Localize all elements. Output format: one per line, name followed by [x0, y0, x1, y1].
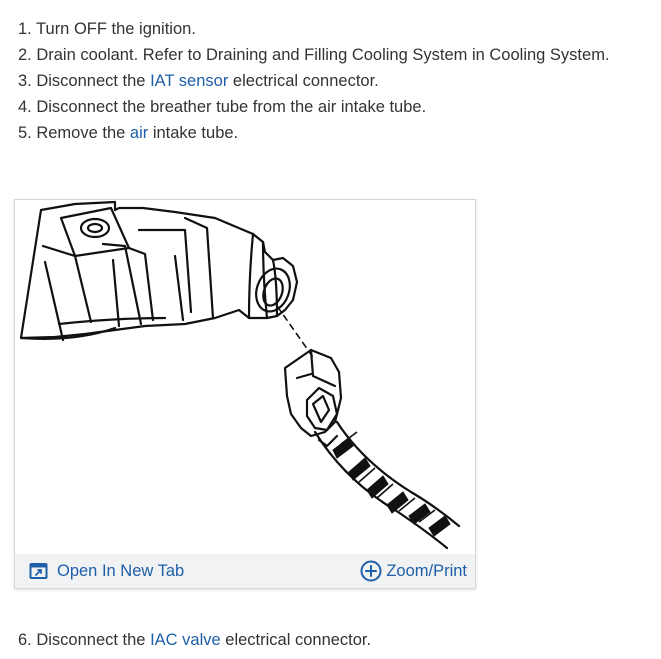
- step-2: 2. Drain coolant. Refer to Draining and …: [18, 42, 610, 68]
- step-text: electrical connector.: [220, 631, 372, 649]
- iat-sensor-link[interactable]: IAT sensor: [150, 72, 229, 90]
- step-text: electrical connector.: [228, 72, 379, 90]
- open-in-new-tab-label: Open In New Tab: [57, 561, 185, 580]
- step-text: 6. Disconnect the: [18, 631, 151, 649]
- iac-valve-link[interactable]: IAC valve: [150, 631, 221, 649]
- step-1: 1. Turn OFF the ignition.: [18, 16, 610, 42]
- step-5: 5. Remove the air intake tube.: [18, 120, 610, 146]
- figure-toolbar: Open In New Tab Zoom/Print: [15, 554, 475, 588]
- air-link[interactable]: air: [129, 124, 149, 142]
- step-text: intake tube.: [148, 124, 239, 142]
- iat-sensor-connector-illustration: [19, 200, 461, 550]
- illustration-figure: Open In New Tab Zoom/Print: [14, 199, 476, 589]
- instruction-steps: 1. Turn OFF the ignition. 2. Drain coola…: [18, 16, 610, 146]
- step-text: 2. Drain coolant. Refer to Draining and …: [18, 46, 610, 64]
- step-6: 6. Disconnect the IAC valve electrical c…: [18, 627, 371, 653]
- step-4: 4. Disconnect the breather tube from the…: [18, 94, 610, 120]
- step-text: 4. Disconnect the breather tube from the…: [18, 98, 427, 116]
- step-text: 5. Remove the: [18, 124, 130, 142]
- open-in-new-tab-button[interactable]: Open In New Tab: [29, 562, 184, 581]
- zoom-print-label: Zoom/Print: [386, 561, 467, 580]
- step-3: 3. Disconnect the IAT sensor electrical …: [18, 68, 610, 94]
- open-new-tab-icon: [29, 563, 48, 579]
- zoom-plus-icon: [360, 560, 382, 582]
- step-text: 1. Turn OFF the ignition.: [18, 20, 196, 38]
- step-text: 3. Disconnect the: [18, 72, 151, 90]
- zoom-print-button[interactable]: Zoom/Print: [360, 560, 467, 582]
